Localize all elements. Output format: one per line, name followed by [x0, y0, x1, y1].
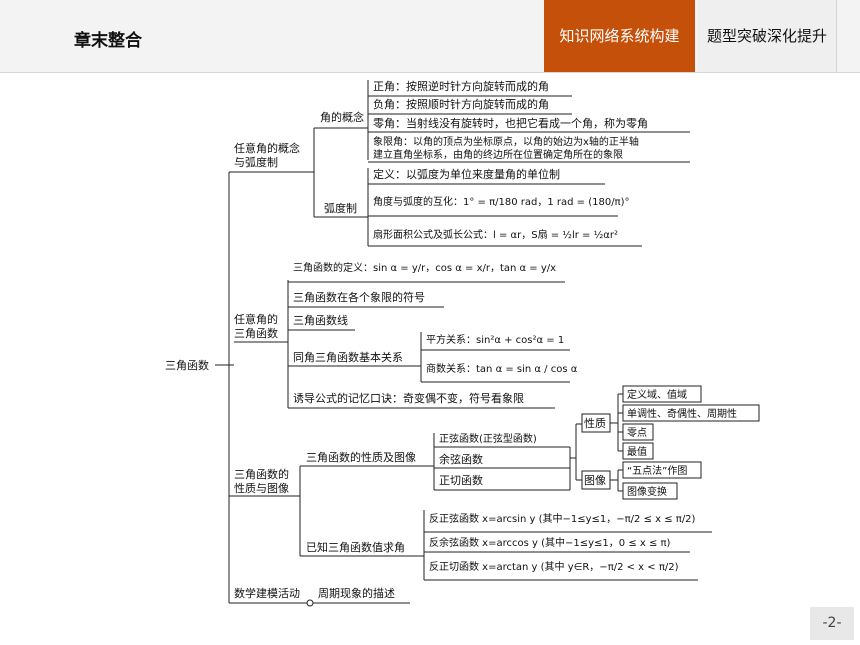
section-trig-functions-of-any-angle: 任意角的 三角函数 三角函数的定义：sin α = y/r，cos α = x/… [234, 261, 578, 409]
props-graphs-label: 三角函数的性质及图像 [306, 450, 416, 464]
negative-angle: 负角：按照顺时针方向旋转而成的角 [373, 97, 549, 111]
degree-radian-conversion: 角度与弧度的互化：1° = π/180 rad，1 rad = (180/π)° [373, 195, 629, 208]
graph-transform: 图像变换 [627, 485, 667, 498]
basic-identities: 同角三角函数基本关系 [293, 350, 403, 364]
arcsin: 反正弦函数 x=arcsin y (其中−1≤y≤1，−π/2 ≤ x ≤ π/… [429, 512, 696, 525]
sec1-title-line2: 与弧度制 [234, 155, 278, 169]
page-number: -2- [810, 607, 854, 640]
modeling-activity: 数学建模活动 [234, 586, 300, 600]
quadrant-signs: 三角函数在各个象限的符号 [293, 290, 425, 304]
sine-function: 正弦函数(正弦型函数) [439, 432, 537, 445]
graph-box: 图像 [584, 474, 606, 487]
header-bar: 章末整合 知识网络系统构建 题型突破深化提升 [0, 0, 860, 73]
sec2-title-line1: 任意角的 [234, 312, 278, 326]
tab-knowledge-network[interactable]: 知识网络系统构建 [544, 0, 695, 72]
angle-concept-label: 角的概念 [320, 110, 364, 124]
section-modeling: 数学建模活动 周期现象的描述 [234, 586, 410, 607]
periodic-phenomenon: 周期现象的描述 [318, 586, 395, 600]
positive-angle: 正角：按照逆时针方向旋转而成的角 [373, 79, 549, 93]
trig-definition: 三角函数的定义：sin α = y/r，cos α = x/r，tan α = … [293, 261, 556, 274]
arccos: 反余弦函数 x=arccos y (其中−1≤y≤1，0 ≤ x ≤ π) [429, 536, 671, 549]
arctan: 反正切函数 x=arctan y (其中 y∈R，−π/2 < x < π/2) [429, 560, 679, 573]
sector-formula: 扇形面积公式及弧长公式：l = αr，S扇 = ½lr = ½αr² [373, 228, 618, 241]
sec3-title-line1: 三角函数的 [234, 467, 289, 481]
trig-lines: 三角函数线 [293, 313, 348, 327]
quotient-relation: 商数关系：tan α = sin α / cos α [426, 362, 578, 375]
extrema: 最值 [627, 445, 647, 458]
section-angle-and-radian: 任意角的概念 与弧度制 角的概念 正角：按照逆时针方向旋转而成的角 负角：按照顺… [234, 79, 690, 247]
section-properties-and-graphs: 三角函数的 性质与图像 三角函数的性质及图像 正弦函数(正弦型函数) 余弦函数 … [234, 385, 760, 581]
properties-box: 性质 [584, 416, 606, 430]
page-title: 章末整合 [74, 31, 142, 51]
tangent-function: 正切函数 [439, 474, 483, 487]
zero-angle: 零角：当射线没有旋转时，也把它看成一个角，称为零角 [373, 116, 648, 130]
radian-definition: 定义：以弧度为单位来度量角的单位制 [373, 167, 560, 181]
tab-problem-types[interactable]: 题型突破深化提升 [698, 0, 837, 72]
known-value-label: 已知三角函数值求角 [306, 540, 405, 554]
quadrant-angle-line2: 建立直角坐标系，由角的终边所在位置确定角所在的象限 [373, 148, 623, 161]
square-relation: 平方关系：sin²α + cos²α = 1 [426, 333, 564, 346]
sec2-title-line2: 三角函数 [234, 327, 278, 340]
root-node: 三角函数 [165, 359, 209, 372]
sec1-title-line1: 任意角的概念 [234, 141, 300, 155]
five-point-method: “五点法”作图 [627, 464, 687, 477]
zeros: 零点 [627, 427, 647, 439]
monotonicity-parity-period: 单调性、奇偶性、周期性 [627, 407, 737, 420]
sec3-title-line2: 性质与图像 [234, 481, 289, 495]
induction-formula-mnemonic: 诱导公式的记忆口诀：奇变偶不变，符号看象限 [293, 391, 524, 405]
cosine-function: 余弦函数 [439, 452, 483, 466]
radian-label: 弧度制 [324, 201, 357, 215]
domain-range: 定义域、值域 [627, 388, 687, 401]
quadrant-angle-line1: 象限角：以角的顶点为坐标原点，以角的始边为x轴的正半轴 [373, 135, 639, 148]
